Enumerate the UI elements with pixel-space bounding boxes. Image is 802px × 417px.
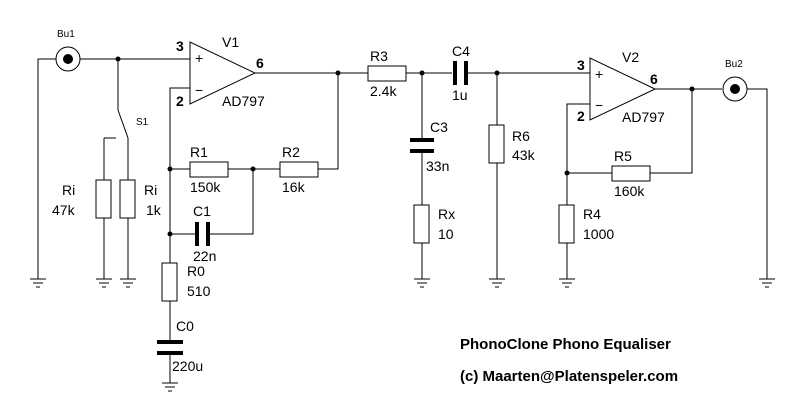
- resistor-r6: R6 43k: [488, 73, 536, 288]
- resistor-r0: R0 510: [161, 262, 211, 340]
- opamp-v2-type: AD797: [622, 109, 665, 125]
- resistor-ri-1k-name: Ri: [144, 182, 157, 198]
- capacitor-c3: C3 33n: [410, 73, 449, 205]
- resistor-ri-47k: Ri 47k: [52, 179, 112, 288]
- resistor-ri-47k-value: 47k: [52, 202, 76, 218]
- connector-bu2: Bu2: [722, 59, 748, 102]
- bu2-ground-wire: [747, 88, 775, 288]
- schematic-credit: (c) Maarten@Platenspeler.com: [460, 368, 678, 385]
- resistor-r2: R2 16k: [279, 73, 339, 195]
- capacitor-c1-value: 22n: [193, 248, 216, 264]
- c1-junction: [167, 231, 173, 237]
- resistor-r0-value: 510: [187, 283, 211, 299]
- connector-bu1-label: Bu1: [57, 29, 75, 40]
- resistor-r5-value: 160k: [614, 183, 645, 199]
- opamp-v2-minus: −: [595, 97, 603, 113]
- resistor-r2-name: R2: [282, 144, 300, 160]
- opamp-v1-minus: −: [195, 82, 203, 98]
- resistor-r0-name: R0: [187, 263, 205, 279]
- opamp-v2-pin6: 6: [650, 71, 658, 87]
- opamp-v2-pin3: 3: [577, 57, 585, 73]
- resistor-r1: R1 150k: [170, 144, 280, 195]
- resistor-r2-value: 16k: [282, 179, 306, 195]
- resistor-r6-value: 43k: [512, 147, 536, 163]
- resistor-ri-47k-name: Ri: [62, 182, 75, 198]
- opamp-v1-name: V1: [222, 34, 239, 50]
- opamp-v1-type: AD797: [222, 93, 265, 109]
- resistor-ri-1k: Ri 1k: [119, 179, 162, 288]
- resistor-r4-name: R4: [583, 206, 601, 222]
- opamp-v1: + − 3 2 6 V1 AD797: [176, 34, 265, 109]
- resistor-rx: Rx 10: [413, 204, 455, 288]
- capacitor-c1-name: C1: [193, 203, 211, 219]
- resistor-r5: R5 160k: [567, 89, 693, 199]
- capacitor-c3-name: C3: [430, 119, 448, 135]
- connector-bu2-label: Bu2: [725, 59, 743, 70]
- schematic-title: PhonoClone Phono Equaliser: [460, 336, 671, 353]
- capacitor-c4: C4 1u: [452, 43, 590, 103]
- switch-s1-label: S1: [136, 117, 149, 128]
- resistor-r4-value: 1000: [583, 226, 614, 242]
- capacitor-c4-name: C4: [452, 43, 470, 59]
- capacitor-c4-value: 1u: [452, 87, 468, 103]
- r1-junction: [167, 166, 173, 172]
- opamp-v2-plus: +: [595, 66, 603, 82]
- opamp-v1-pin2: 2: [176, 93, 184, 109]
- capacitor-c0-value: 220u: [172, 358, 203, 374]
- resistor-r1-value: 150k: [190, 179, 221, 195]
- switch-s1: S1: [103, 59, 149, 180]
- opamp-v2-pin2: 2: [577, 108, 585, 124]
- opamp-v2: + − 3 2 6 V2 AD797: [577, 49, 665, 125]
- opamp-v2-name: V2: [622, 49, 639, 65]
- resistor-ri-1k-value: 1k: [146, 202, 162, 218]
- v1-inverting-wire: [169, 87, 190, 263]
- bu1-ground-wire: [30, 58, 56, 288]
- resistor-r3-name: R3: [370, 48, 388, 64]
- resistor-r5-name: R5: [614, 148, 632, 164]
- resistor-r1-name: R1: [190, 144, 208, 160]
- connector-bu1: Bu1: [55, 29, 81, 72]
- opamp-v1-plus: +: [195, 50, 203, 66]
- resistor-r3-value: 2.4k: [370, 83, 397, 99]
- capacitor-c0: C0 220u: [157, 318, 203, 392]
- resistor-rx-name: Rx: [438, 206, 455, 222]
- capacitor-c0-name: C0: [176, 318, 194, 334]
- resistor-r4: R4 1000: [558, 204, 614, 288]
- opamp-v1-pin6: 6: [256, 55, 264, 71]
- resistor-r3: R3 2.4k: [367, 48, 452, 99]
- opamp-v1-pin3: 3: [176, 38, 184, 54]
- resistor-rx-value: 10: [438, 226, 454, 242]
- capacitor-c1: C1 22n: [170, 169, 254, 264]
- capacitor-c3-value: 33n: [426, 158, 449, 174]
- resistor-r6-name: R6: [512, 128, 530, 144]
